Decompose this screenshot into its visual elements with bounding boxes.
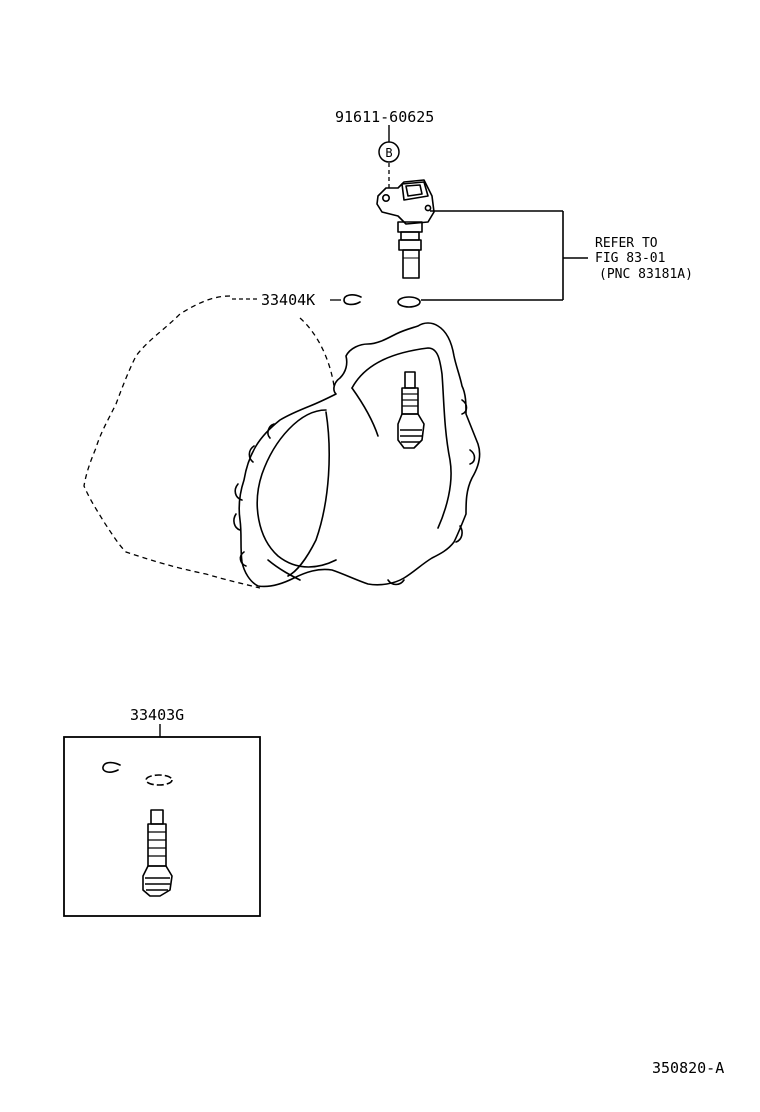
bolt-b-label: B — [385, 146, 392, 160]
kit-part-number[interactable]: 33403G — [130, 706, 184, 724]
reference-bracket — [421, 210, 588, 301]
kit-snap-ring-icon[interactable] — [102, 761, 121, 773]
o-ring-icon[interactable] — [397, 296, 421, 308]
kit-driven-gear-icon[interactable] — [142, 809, 173, 897]
bolt-b-marker[interactable]: B — [378, 141, 400, 163]
reference-line-2[interactable]: FIG 83-01 — [595, 251, 665, 266]
reference-line-1: REFER TO — [595, 236, 658, 251]
snap-ring-icon[interactable] — [343, 294, 362, 306]
transmission-housing-icon — [83, 295, 481, 589]
reference-line-3: (PNC 83181A) — [599, 267, 693, 282]
kit-contents-box — [63, 736, 261, 917]
housing-part-number[interactable]: 33404K — [261, 291, 315, 309]
kit-o-ring-icon[interactable] — [145, 774, 173, 786]
sensor-part-number[interactable]: 91611-60625 — [335, 108, 434, 126]
driven-gear-icon[interactable] — [397, 371, 425, 449]
speed-sensor-icon[interactable] — [376, 179, 435, 279]
figure-code: 350820-A — [652, 1059, 724, 1077]
